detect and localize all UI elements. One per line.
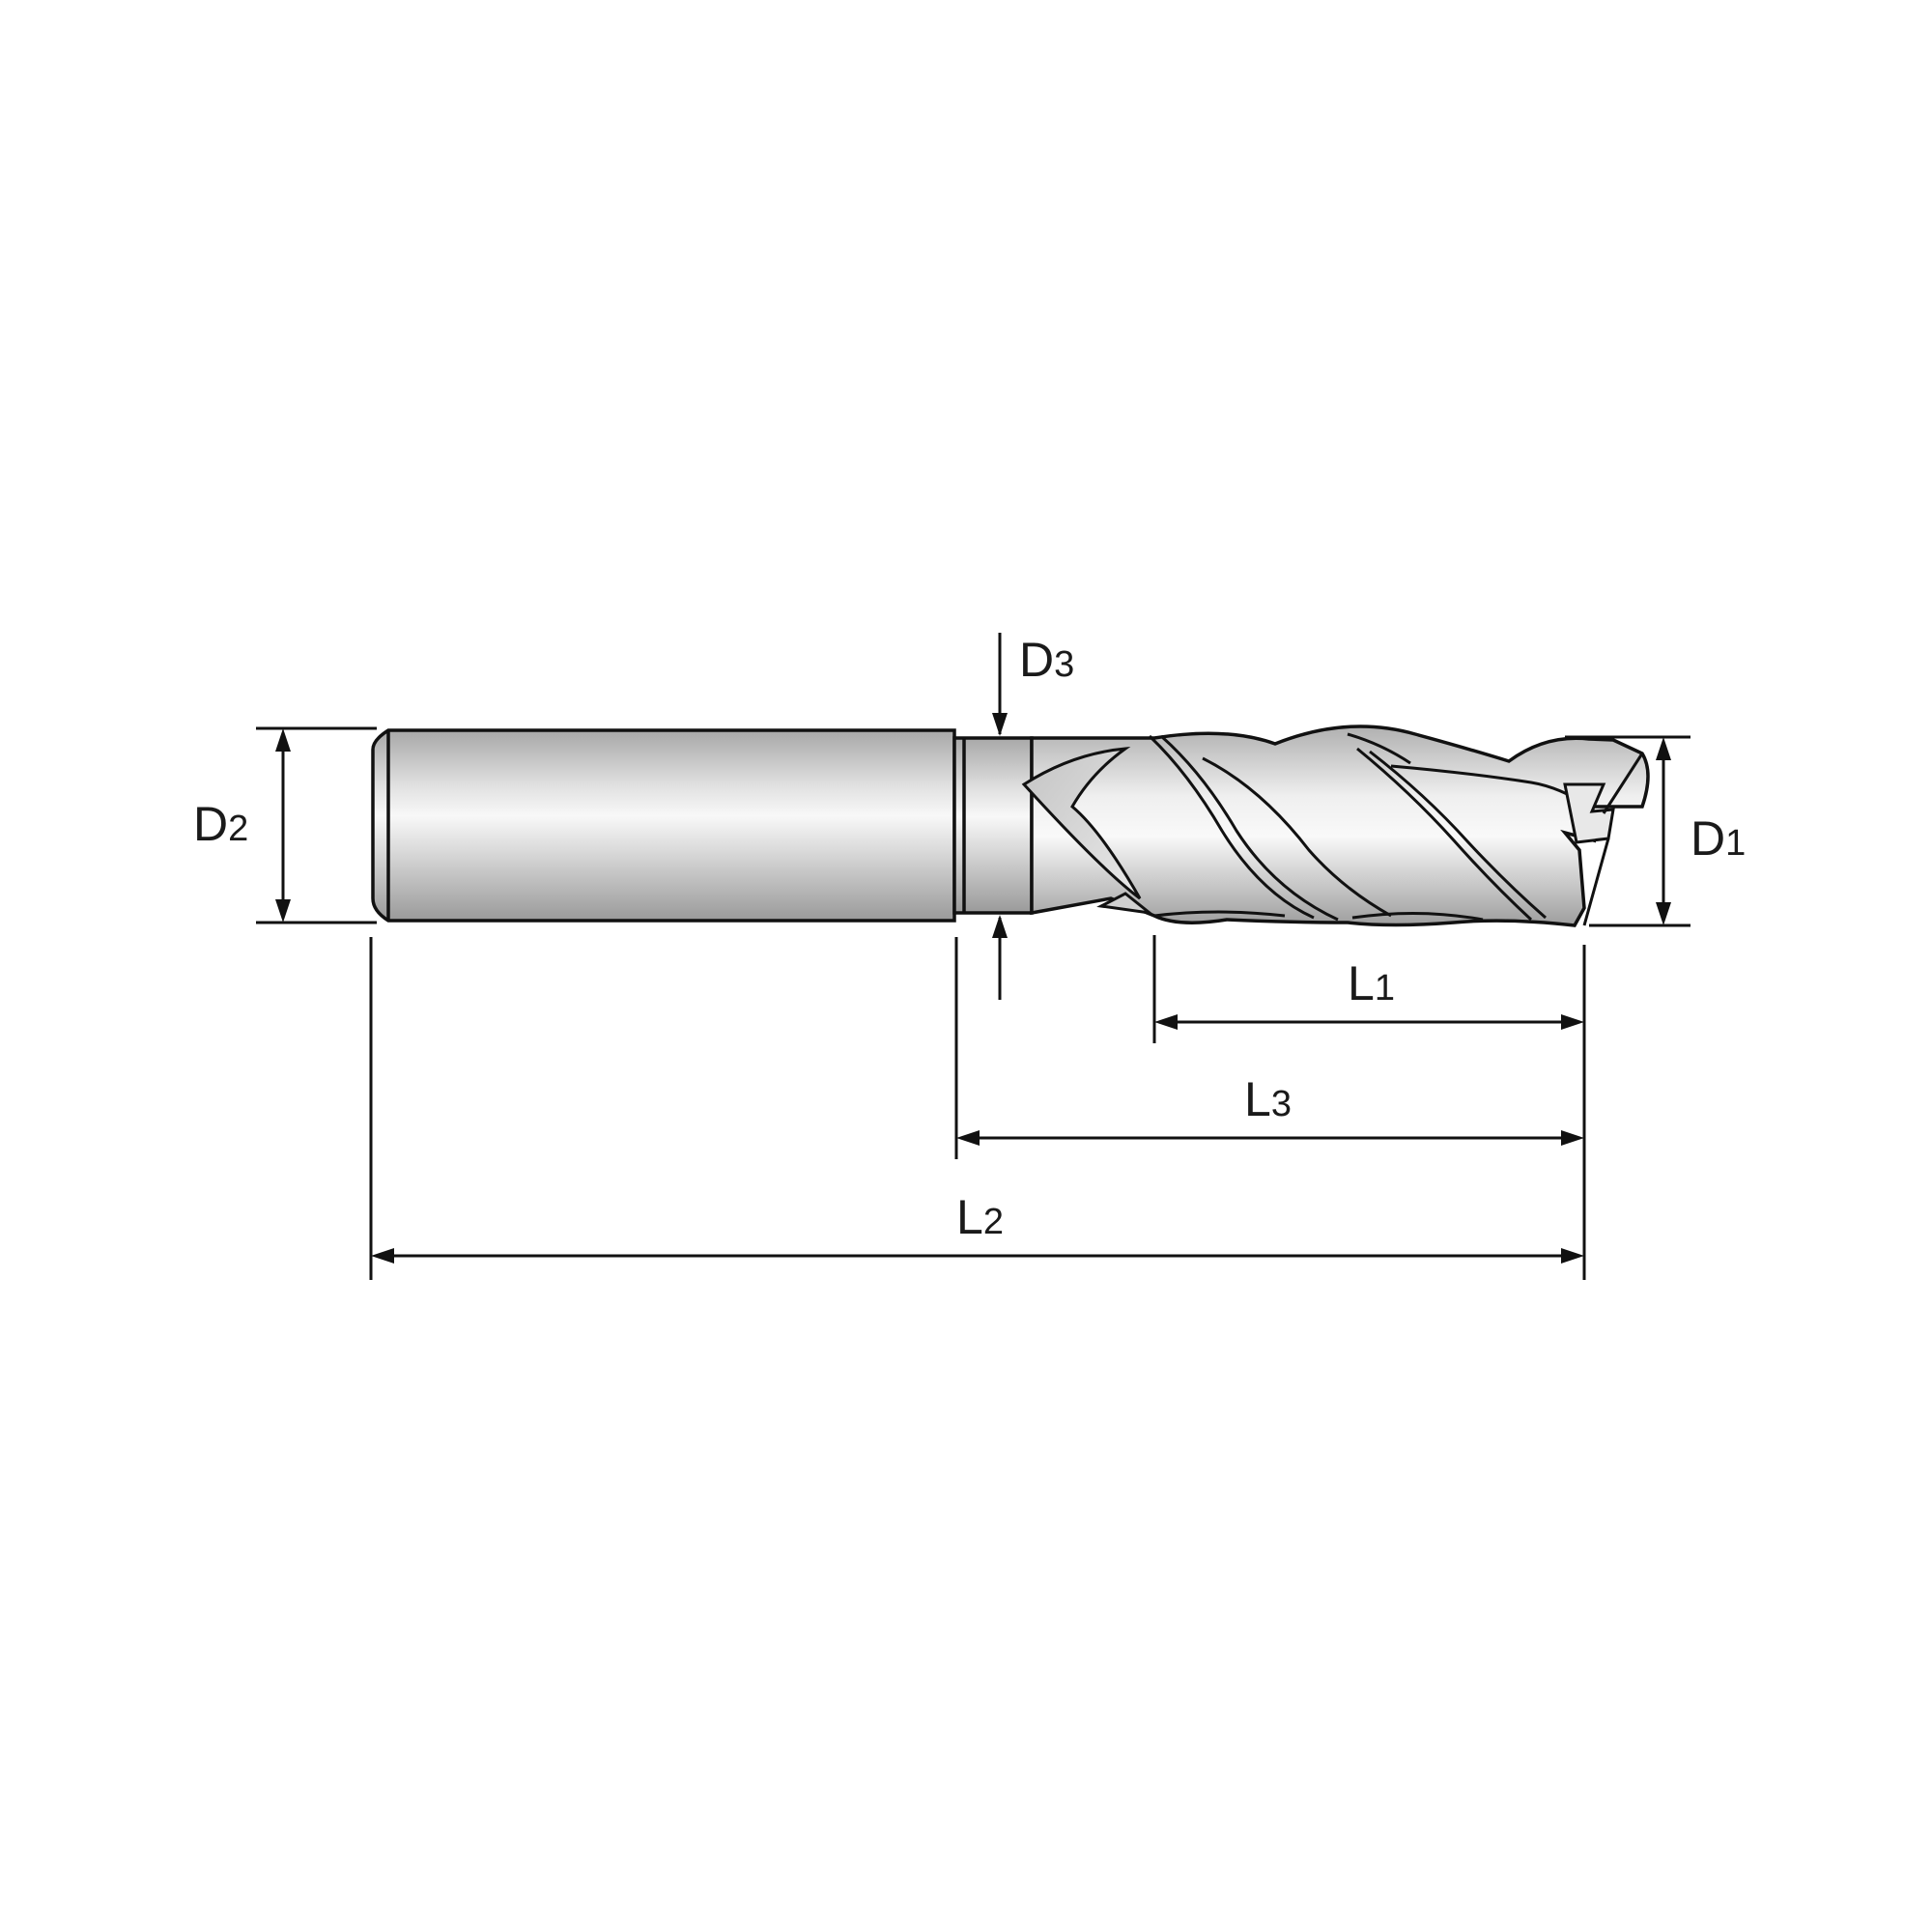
label-d3: D3 (1019, 633, 1074, 687)
helix-edge-5 (1347, 732, 1411, 765)
lower-lobe-edge (1153, 910, 1286, 918)
helix-edge-2 (1202, 756, 1392, 918)
lower-lobe-edge-2 (1351, 911, 1484, 922)
dimension-l1: L1 (1154, 956, 1584, 1030)
tip-face (1563, 782, 1615, 844)
end-mill-tool (371, 724, 1650, 927)
label-d2: D2 (193, 797, 248, 851)
neck-flute-notch (1096, 892, 1155, 916)
dimension-d3: D3 (992, 633, 1074, 1000)
helix-edge-1b (1160, 734, 1339, 922)
dimension-d1: D1 (1565, 735, 1746, 927)
dimension-l2: L2 (371, 1190, 1584, 1264)
dimension-l3: L3 (956, 1072, 1584, 1146)
shank (371, 728, 956, 923)
helix-edge-1 (1148, 734, 1315, 920)
helix-edge-3b (1369, 750, 1547, 920)
tip-edge (1582, 753, 1644, 926)
helix-edge-3 (1356, 747, 1533, 922)
flute-groove-1 (1021, 747, 1142, 900)
label-l1: L1 (1348, 956, 1395, 1010)
dimension-d2: D2 (193, 726, 377, 924)
label-l2: L2 (956, 1190, 1004, 1244)
neck (952, 736, 1034, 915)
extension-lines (369, 935, 1586, 1280)
label-d1: D1 (1690, 811, 1746, 866)
label-l3: L3 (1244, 1072, 1292, 1126)
